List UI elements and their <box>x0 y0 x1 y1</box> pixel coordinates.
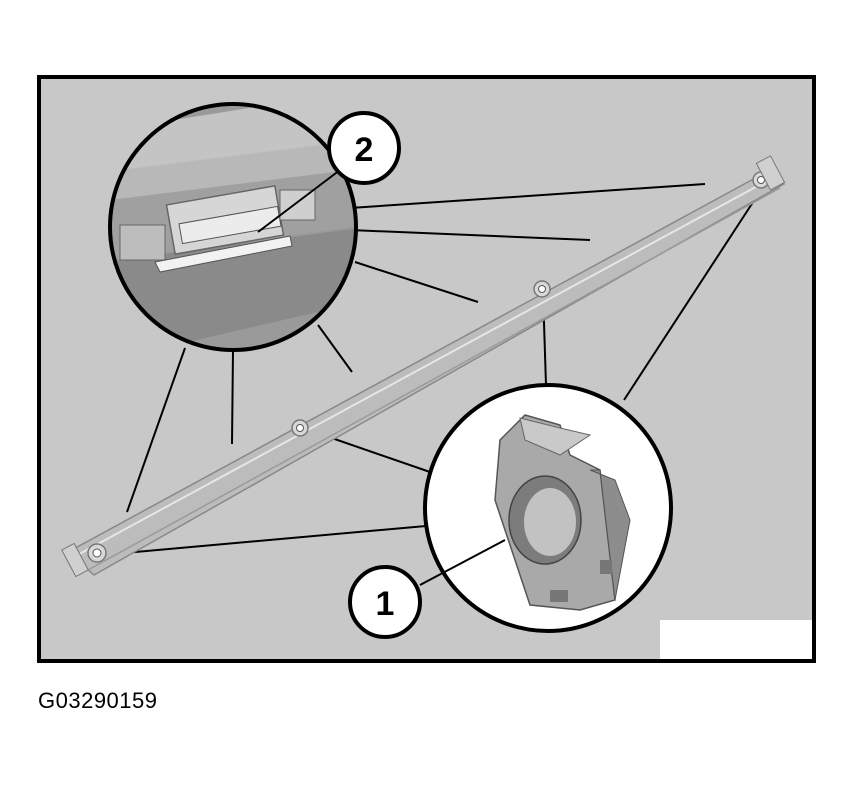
inset-detail-1 <box>423 383 673 633</box>
callout-1: 1 <box>348 565 422 639</box>
callout-number-1: 1 <box>376 585 395 623</box>
figure-id-label: G03290159 <box>38 688 158 713</box>
callout-leader-1 <box>419 539 506 586</box>
callout-leader-2 <box>257 169 341 233</box>
inset-detail-2 <box>108 102 358 352</box>
trim-rail <box>61 155 786 578</box>
blank-label-area <box>660 620 812 659</box>
callout-2: 2 <box>327 111 401 185</box>
callout-number-2: 2 <box>355 131 374 169</box>
